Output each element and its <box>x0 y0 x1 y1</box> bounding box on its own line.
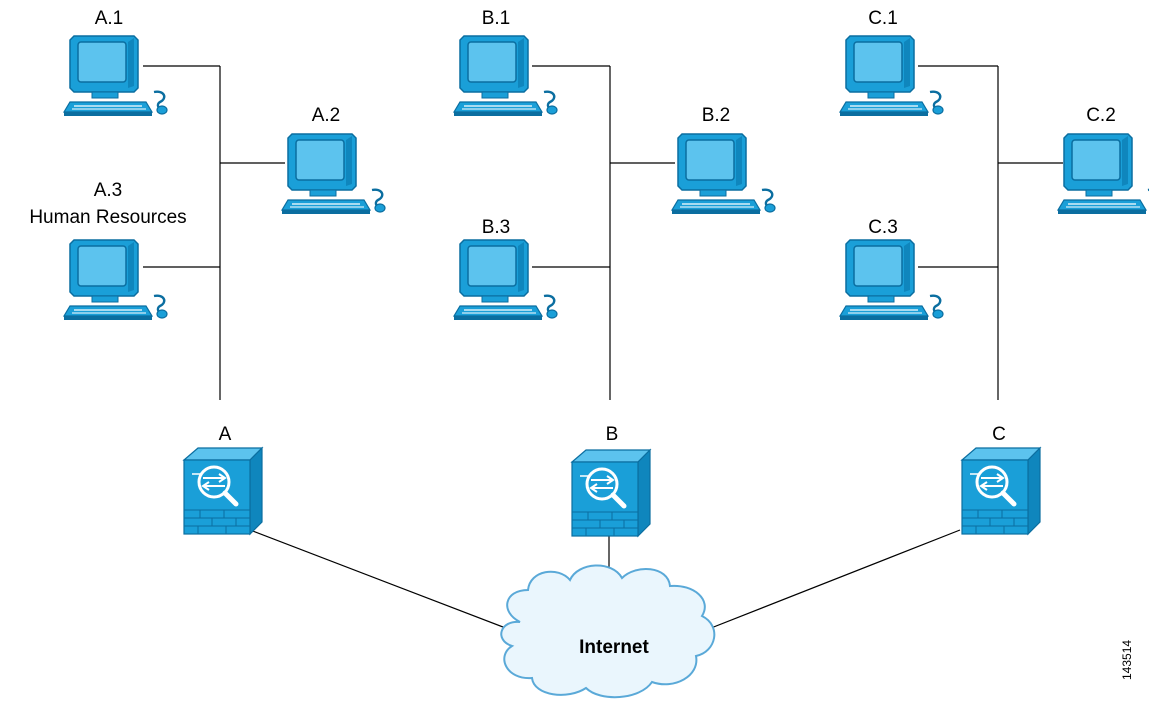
segment-a-wires <box>143 65 285 400</box>
segment-b-wires <box>532 65 675 400</box>
workstation-a1-icon <box>62 34 169 118</box>
host-b2-label: B.2 <box>702 105 731 126</box>
internet-label: Internet <box>579 637 649 658</box>
firewall-c-icon <box>962 448 1040 534</box>
host-c1-label: C.1 <box>868 8 898 29</box>
workstation-c3-icon <box>838 238 945 322</box>
workstation-a3-icon <box>62 238 169 322</box>
workstation-a2-icon <box>280 132 387 216</box>
host-a3-department-label: Human Resources <box>29 207 186 228</box>
firewall-c-label: C <box>992 424 1006 445</box>
workstation-c1-icon <box>838 34 945 118</box>
segment-c-wires <box>918 65 1063 400</box>
host-b1-label: B.1 <box>482 8 511 29</box>
firewall-b-label: B <box>606 424 619 445</box>
firewall-a-label: A <box>219 424 232 445</box>
host-c2-label: C.2 <box>1086 105 1116 126</box>
internet-cloud-icon <box>500 564 716 699</box>
workstation-b3-icon <box>452 238 559 322</box>
host-a3-label: A.3 <box>94 180 123 201</box>
figure-id: 143514 <box>1120 640 1134 680</box>
workstation-c2-icon <box>1056 132 1149 216</box>
workstation-b1-icon <box>452 34 559 118</box>
host-a2-label: A.2 <box>312 105 341 126</box>
host-b3-label: B.3 <box>482 217 511 238</box>
firewall-a-icon <box>184 448 262 534</box>
host-a1-label: A.1 <box>95 8 124 29</box>
host-c3-label: C.3 <box>868 217 898 238</box>
firewall-b-icon <box>572 450 650 536</box>
workstation-b2-icon <box>670 132 777 216</box>
